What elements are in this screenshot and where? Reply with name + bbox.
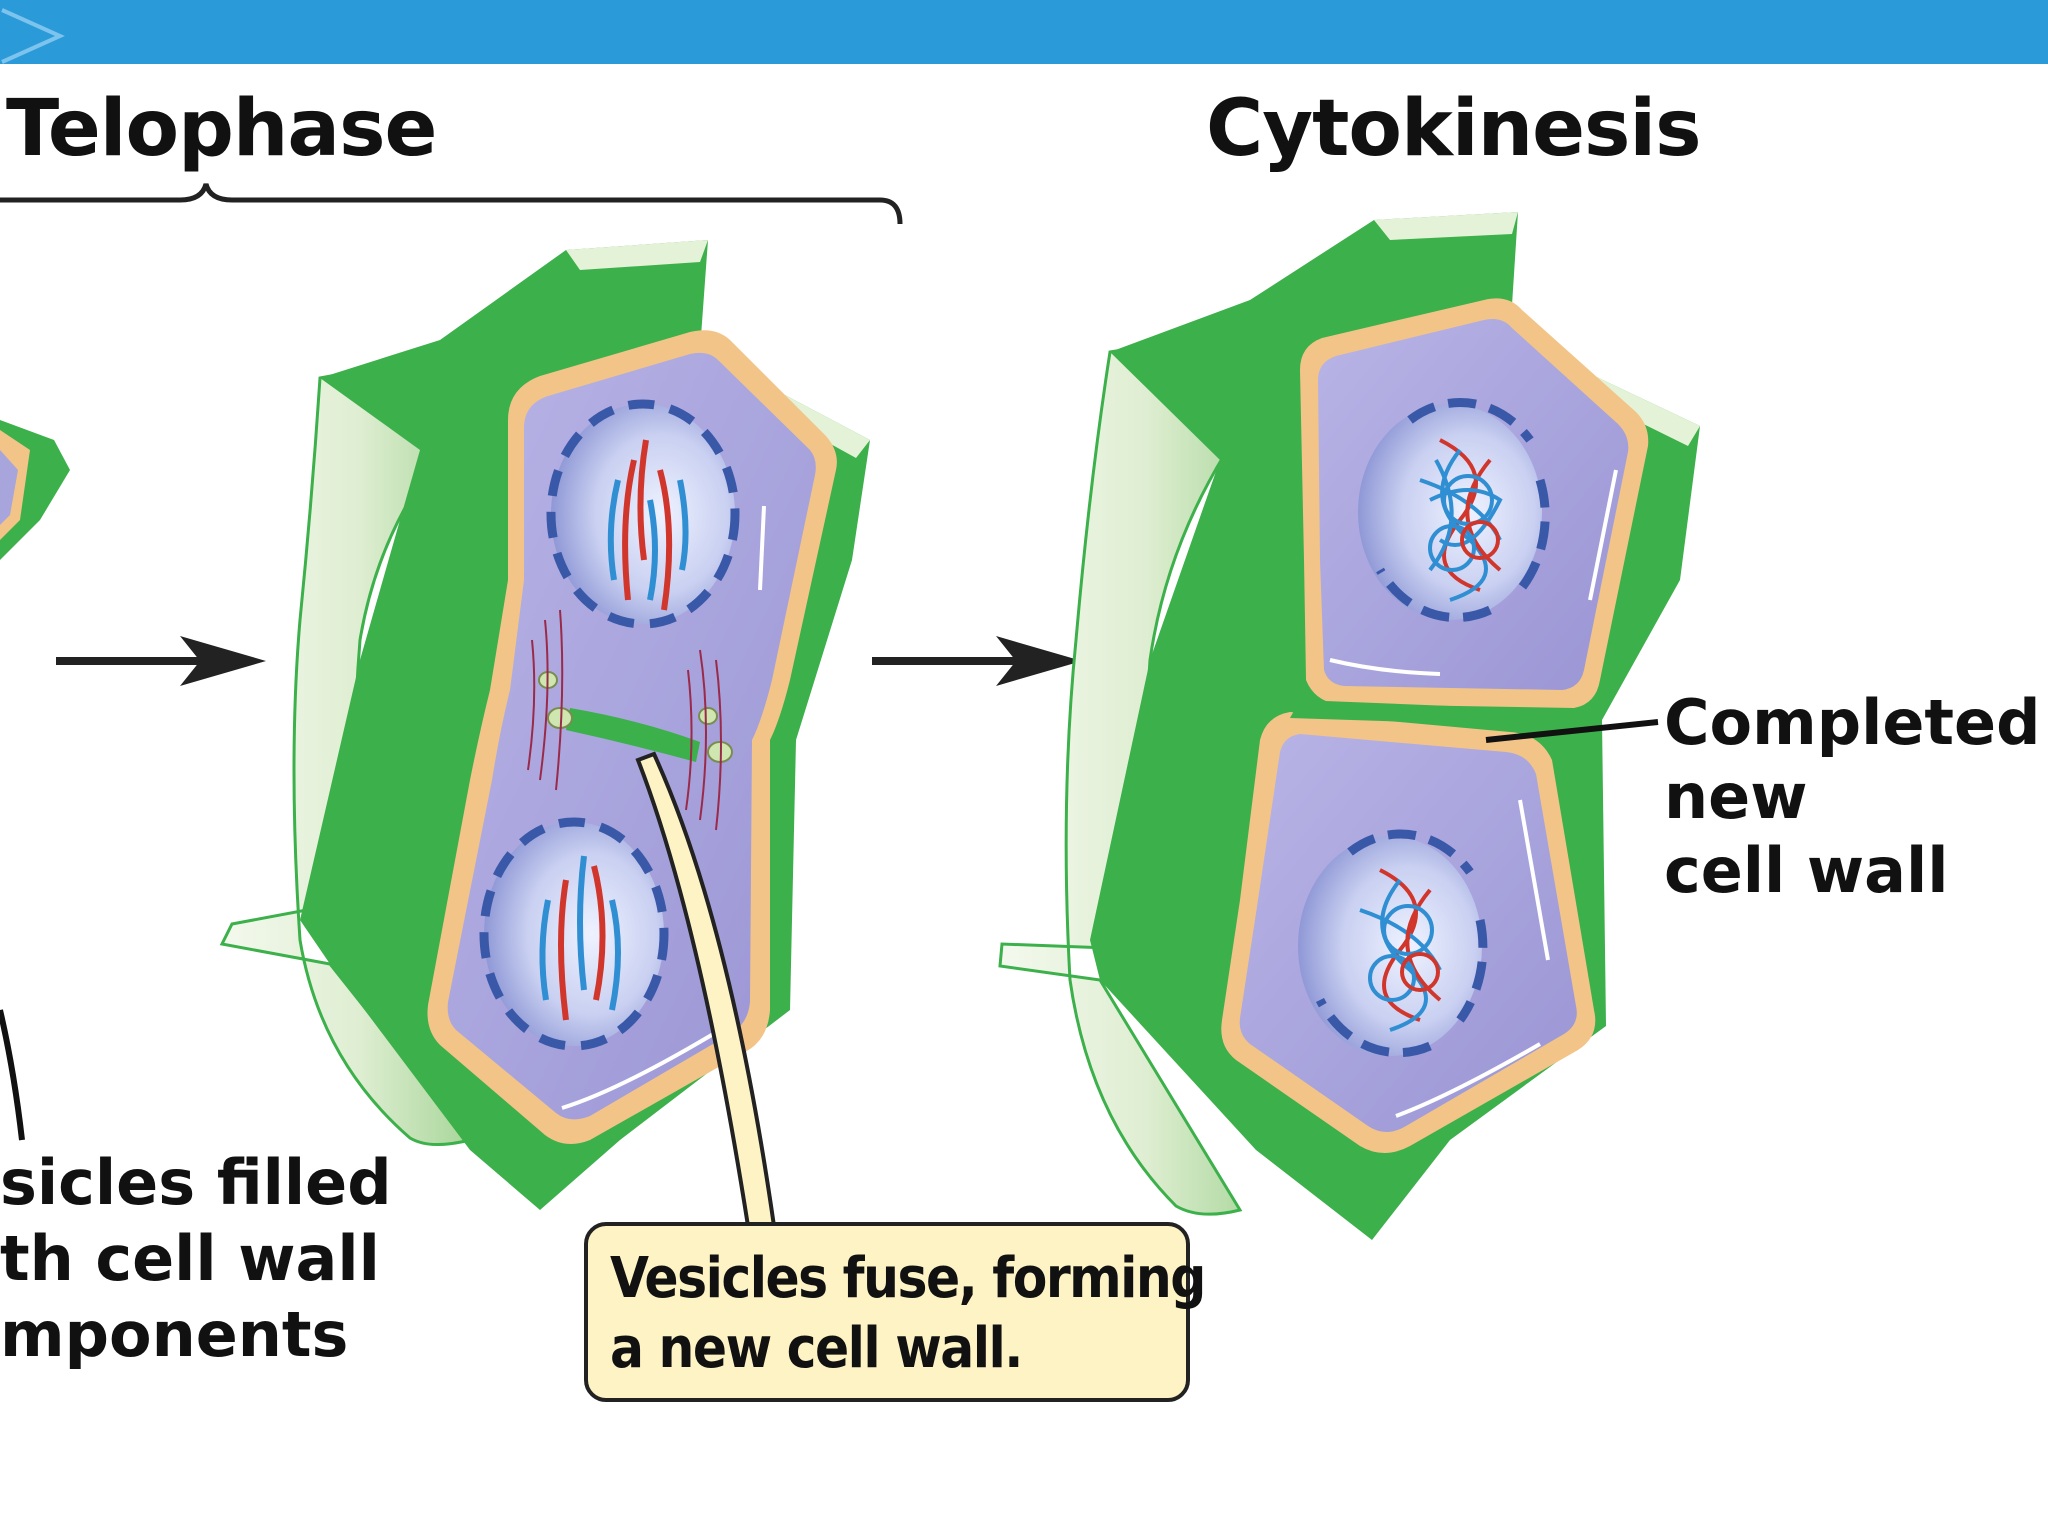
completed-label-line-1: Completed [1664,686,2041,759]
completed-wall-pointer [1485,719,1659,743]
header-bar [0,0,2048,64]
left-pointer-line [0,1009,25,1141]
vesicles-label-line-1: sicles filled [0,1146,392,1219]
vesicles-fuse-callout: Vesicles fuse, forming a new cell wall. [584,1222,1206,1402]
lower-daughter-nucleus [1298,829,1488,1058]
arrow-1 [56,636,266,686]
phragmoplast-fibers [527,609,722,831]
completed-new-cell-wall [1290,700,1600,728]
cell-plate [566,708,700,762]
telophase-title: Telophase [6,84,437,174]
upper-nucleus [546,399,740,629]
cytokinesis-cells [998,212,1700,1240]
partial-cell-left [0,420,70,560]
vesicles-label-line-3: mponents [0,1298,349,1371]
completed-label-line-2: new [1664,760,1808,833]
cytokinesis-title: Cytokinesis [1206,84,1702,174]
callout-text: Vesicles fuse, forming a new cell wall. [610,1246,1206,1381]
completed-label-line-3: cell wall [1664,834,1949,907]
upper-daughter-nucleus [1358,397,1550,623]
telophase-cell [219,240,870,1210]
chevron-icon [1,8,65,64]
arrow-2 [872,636,1082,686]
lower-nucleus [479,817,669,1051]
telophase-bracket [0,183,903,225]
vesicles-label-line-2: th cell wall [0,1222,380,1295]
